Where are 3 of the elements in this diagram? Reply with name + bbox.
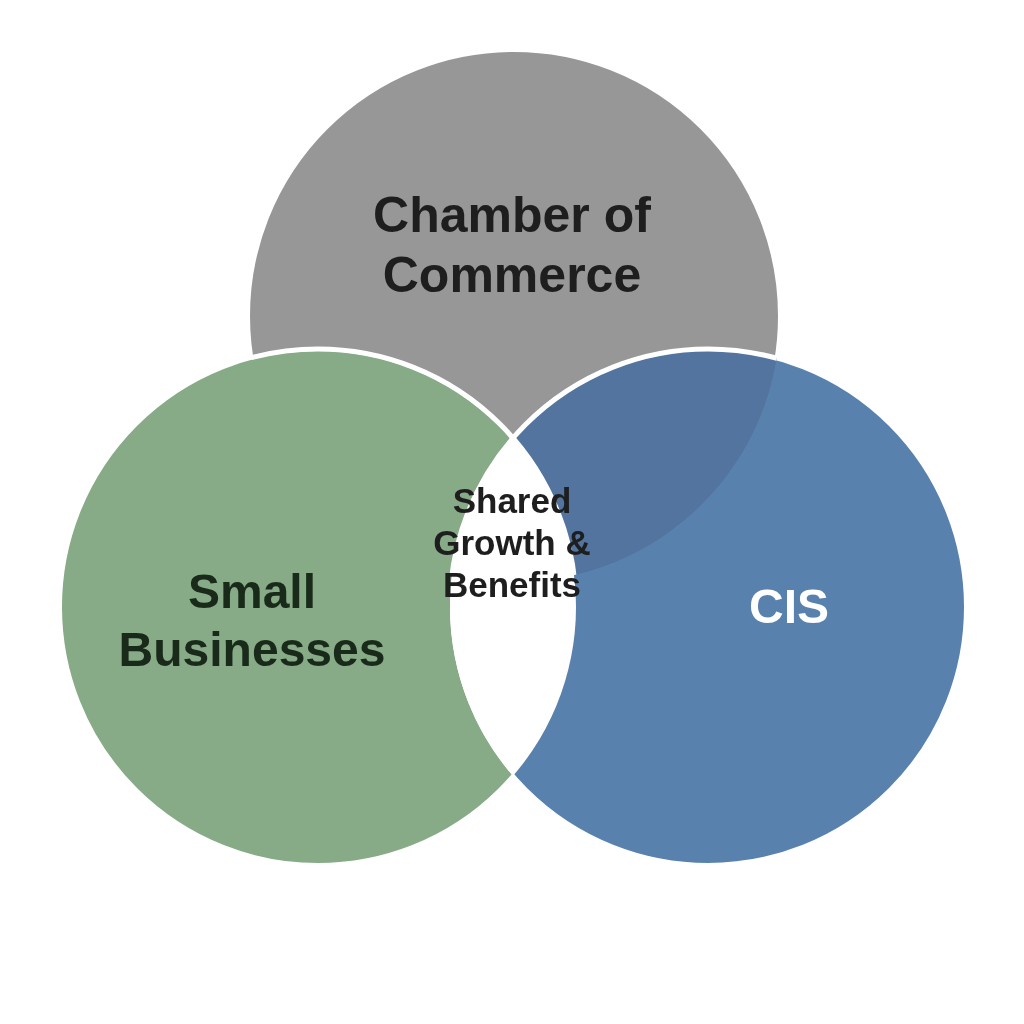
circle-label: CIS: [748, 579, 830, 636]
circle-label: Chamber of Commerce: [372, 186, 652, 305]
circle-label: Small Businesses: [117, 564, 387, 678]
